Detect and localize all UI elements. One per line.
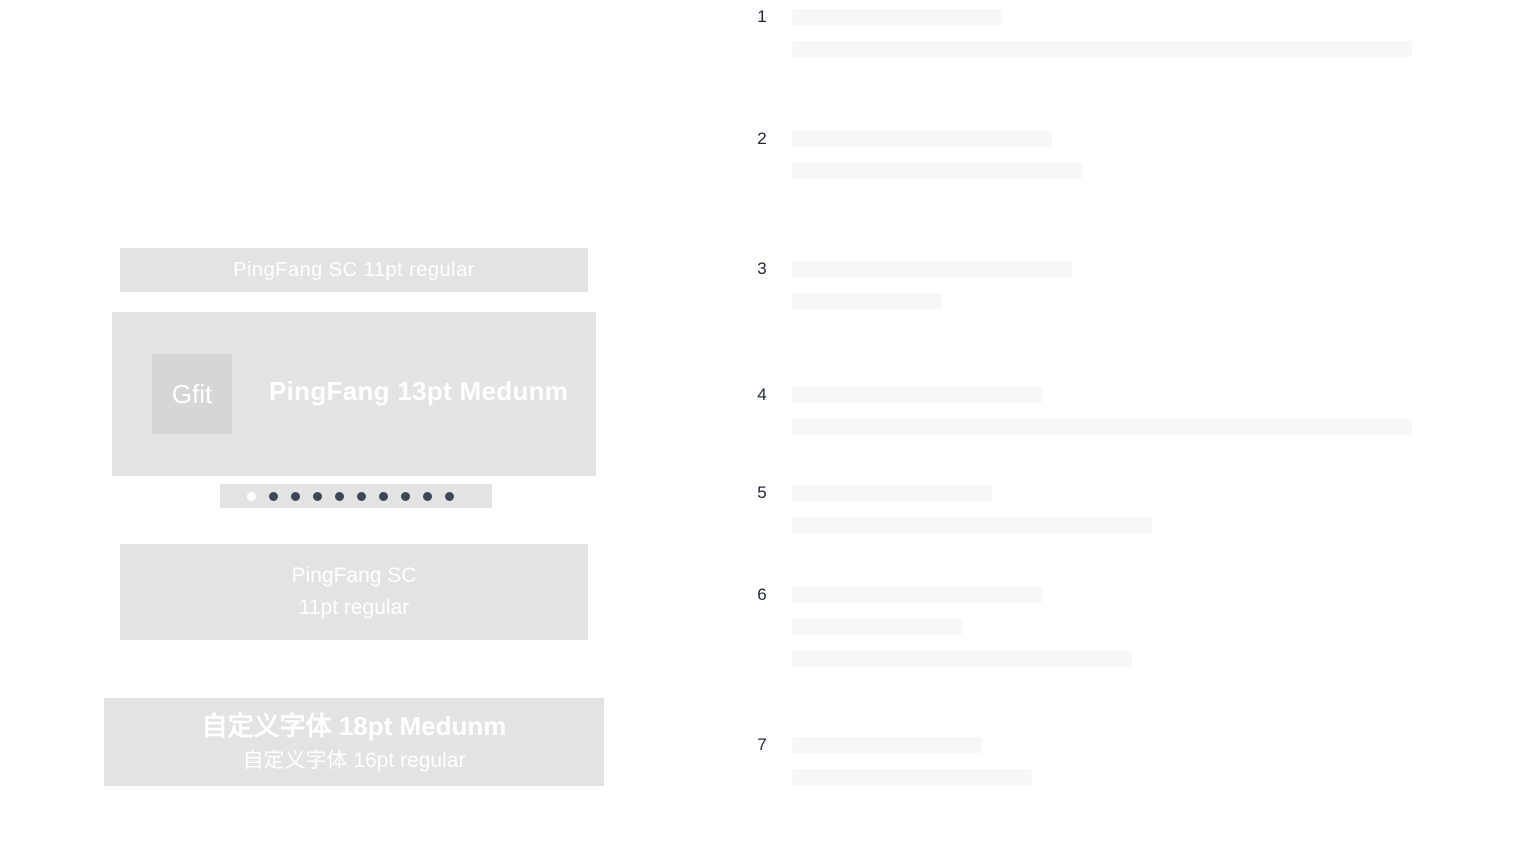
logo-placeholder: Gfit	[152, 354, 232, 434]
header-card: Gfit PingFang 13pt Medunm	[112, 312, 596, 476]
faded-text-line	[792, 41, 1412, 57]
faded-text-line	[792, 619, 962, 635]
page-dot[interactable]	[313, 491, 322, 501]
annotation-number: 1	[757, 7, 767, 26]
faded-text-line	[792, 163, 1082, 179]
page-dot[interactable]	[423, 491, 432, 501]
faded-text-line	[792, 769, 1032, 785]
description-line-2: 11pt regular	[298, 596, 410, 619]
page-dot[interactable]	[445, 491, 454, 501]
annotation-7: 7	[750, 735, 1450, 795]
title-bar: PingFang SC 11pt regular	[120, 248, 588, 292]
annotation-4: 4	[750, 385, 1450, 445]
title-bar-label: PingFang SC 11pt regular	[233, 258, 475, 281]
page-dot[interactable]	[269, 491, 278, 501]
faded-text-line	[792, 261, 1072, 277]
page-dot[interactable]	[335, 491, 344, 501]
faded-text-line	[792, 587, 1042, 603]
page-dot-active[interactable]	[247, 491, 256, 501]
annotation-2: 2	[750, 129, 1450, 189]
faded-text-line	[792, 387, 1042, 403]
page-dot[interactable]	[291, 491, 300, 501]
page-dot[interactable]	[357, 491, 366, 501]
faded-text-line	[792, 517, 1152, 533]
faded-text-line	[792, 293, 942, 309]
annotation-6: 6	[750, 585, 1450, 675]
annotation-3: 3	[750, 259, 1450, 319]
page-dot[interactable]	[379, 491, 388, 501]
custom-font-subtitle: 自定义字体 16pt regular	[242, 749, 466, 772]
faded-text-line	[792, 9, 1002, 25]
annotation-5: 5	[750, 483, 1450, 543]
annotation-1: 1	[750, 7, 1450, 67]
page-indicator[interactable]	[220, 484, 492, 508]
annotation-number: 6	[757, 585, 767, 604]
annotation-number: 3	[757, 259, 767, 278]
logo-text: Gfit	[171, 378, 213, 409]
custom-font-title: 自定义字体 18pt Medunm	[201, 711, 507, 741]
annotation-number: 2	[757, 129, 767, 148]
description-line-1: PingFang SC	[291, 564, 417, 587]
faded-text-line	[792, 419, 1412, 435]
faded-text-line	[792, 737, 982, 753]
faded-text-line	[792, 485, 992, 501]
page-dot[interactable]	[401, 491, 410, 501]
annotation-number: 7	[757, 735, 767, 754]
faded-text-line	[792, 131, 1052, 147]
annotation-number: 5	[757, 483, 767, 502]
faded-text-line	[792, 651, 1132, 667]
annotation-number: 4	[757, 385, 767, 404]
header-text: PingFang 13pt Medunm	[269, 376, 569, 406]
custom-font-box: 自定义字体 18pt Medunm 自定义字体 16pt regular	[104, 698, 604, 786]
description-box: PingFang SC 11pt regular	[120, 544, 588, 640]
